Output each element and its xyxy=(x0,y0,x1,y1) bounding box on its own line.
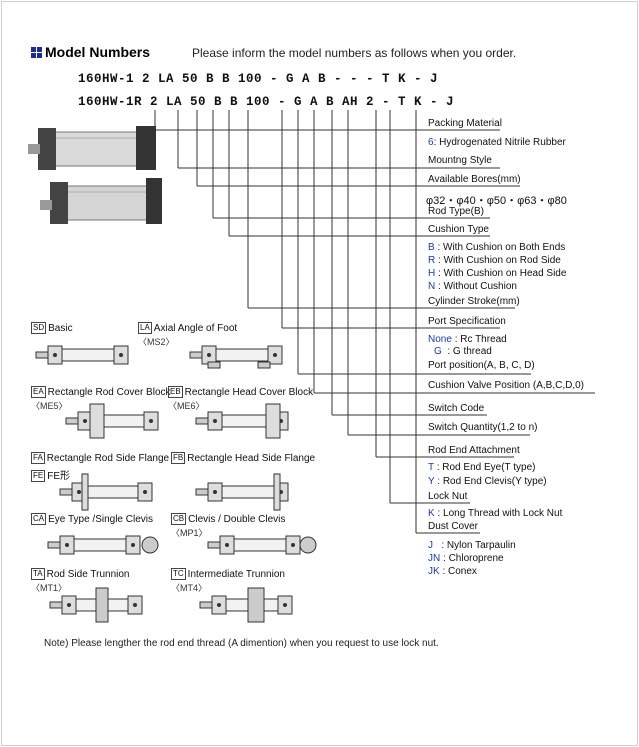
option-cushion-b: B : With Cushion on Both Ends xyxy=(428,242,566,253)
option-dust-jn: JN : Chloroprene xyxy=(428,553,504,564)
drawing-ea xyxy=(65,411,159,431)
bores-list: φ32・φ40・φ50・φ63・φ80 xyxy=(426,195,567,207)
model-code-line-2: 160HW-1R 2 LA 50 B B 100 - G A B AH 2 - … xyxy=(78,95,455,109)
option-cushion-r: R : With Cushion on Rod Side xyxy=(428,255,561,266)
cylinder-photo xyxy=(28,126,162,224)
mount-eb-sub: 〈ME6〉 xyxy=(168,401,205,411)
option-dust-j: J : Nylon Tarpaulin xyxy=(428,540,516,551)
drawing-sd xyxy=(35,345,129,365)
grid-bullet-icon xyxy=(31,47,42,58)
label-packing-material: Packing Material xyxy=(428,118,502,129)
label-dust-cover: Dust Cover xyxy=(428,521,479,532)
option-lock-k: K : Long Thread with Lock Nut xyxy=(428,508,563,519)
order-instruction: Please inform the model numbers as follo… xyxy=(192,46,517,60)
label-available-bores: Available Bores(mm) xyxy=(428,174,521,185)
drawing-tc xyxy=(199,595,293,615)
page-title: Model Numbers xyxy=(31,44,150,60)
option-rod-t: T : Rod End Eye(T type) xyxy=(428,462,536,473)
mount-la-sub: 〈MS2〉 xyxy=(138,337,175,347)
option-port-none: None : Rc Thread xyxy=(428,334,507,345)
label-switch-quantity: Switch Quantity(1,2 to n) xyxy=(428,422,538,433)
mount-ta-sub: 〈MT1〉 xyxy=(31,583,68,593)
mount-cb-sub: 〈MP1〉 xyxy=(171,528,208,538)
label-switch-code: Switch Code xyxy=(428,403,485,414)
mount-tc-sub: 〈MT4〉 xyxy=(171,583,208,593)
label-rod-type: Rod Type(B) xyxy=(428,206,484,217)
model-code-line-1: 160HW-1 2 LA 50 B B 100 - G A B - - - T … xyxy=(78,72,439,86)
label-cushion-valve-position: Cushion Valve Position (A,B,C,D,0) xyxy=(428,380,584,391)
drawing-cb xyxy=(207,535,301,555)
drawing-ca xyxy=(47,535,141,555)
label-cylinder-stroke: Cylinder Stroke(mm) xyxy=(428,296,520,307)
footnote: Note) Please lengther the rod end thread… xyxy=(44,638,439,649)
label-mounting-style: Mountng Style xyxy=(428,155,492,166)
option-cushion-n: N : Without Cushion xyxy=(428,281,517,292)
drawing-fa xyxy=(59,482,153,502)
option-dust-jk: JK : Conex xyxy=(428,566,477,577)
option-packing-6: 6: Hydrogenated Nitrile Rubber xyxy=(428,137,566,148)
option-port-g: G : G thread xyxy=(434,346,492,357)
mount-ea-sub: 〈ME5〉 xyxy=(31,401,68,411)
drawing-la xyxy=(189,345,283,365)
option-rod-y: Y : Rod End Clevis(Y type) xyxy=(428,476,547,487)
label-rod-end-attachment: Rod End Attachment xyxy=(428,445,520,456)
label-port-position: Port position(A, B, C, D) xyxy=(428,360,535,371)
label-port-spec: Port Specification xyxy=(428,316,506,327)
option-cushion-h: H : With Cushion on Head Side xyxy=(428,268,567,279)
label-cushion-type: Cushion Type xyxy=(428,224,489,235)
label-lock-nut: Lock Nut xyxy=(428,491,468,502)
